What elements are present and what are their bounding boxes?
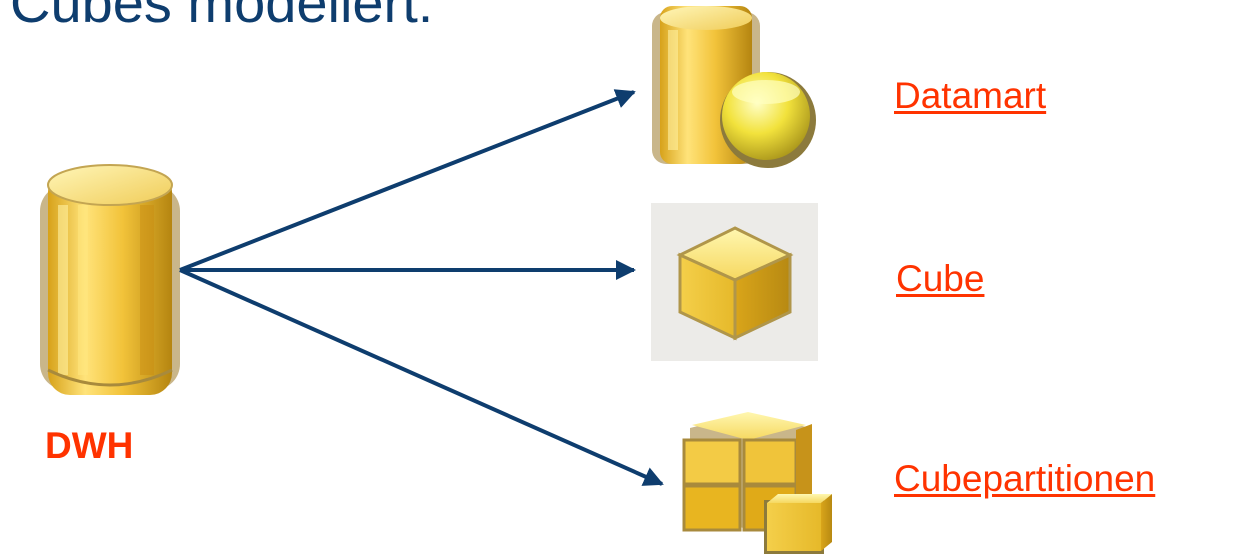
- arrow-to-datamart: [179, 89, 636, 272]
- cubepartitionen-link[interactable]: Cubepartitionen: [894, 458, 1156, 499]
- dwh-label: DWH: [45, 425, 134, 466]
- database-cylinder-icon: [40, 164, 180, 395]
- arrow-to-cubepartitionen: [179, 268, 664, 486]
- cube-partitions-icon: [682, 412, 832, 554]
- cube-link[interactable]: Cube: [896, 258, 985, 299]
- datamart-link[interactable]: Datamart: [894, 75, 1047, 116]
- datamart-icon: [652, 6, 816, 168]
- slide-title-fragment: Cubes modellert:: [10, 0, 434, 34]
- cube-icon: [651, 203, 818, 361]
